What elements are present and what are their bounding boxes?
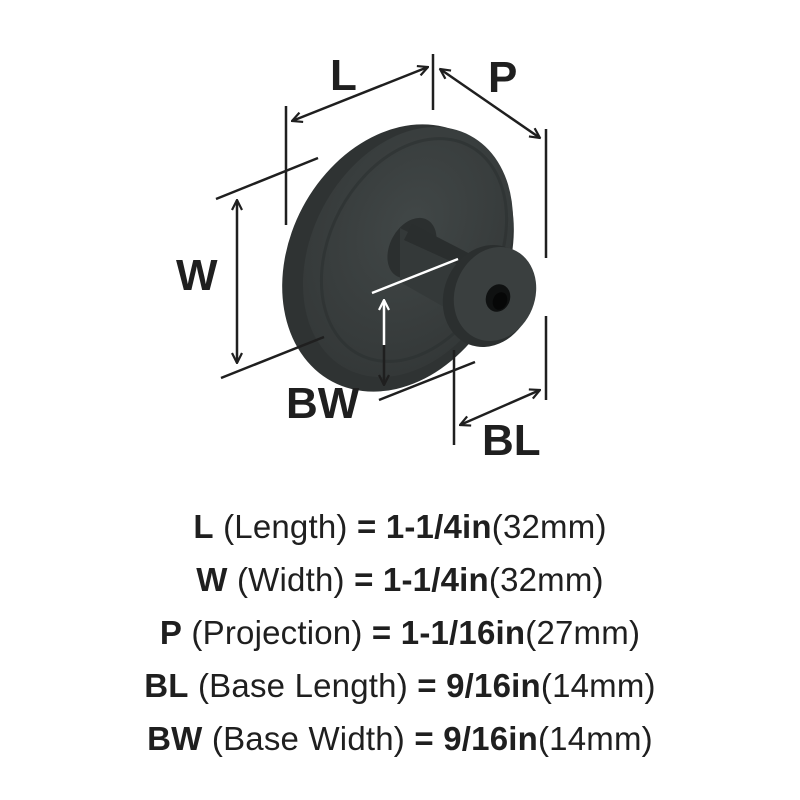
spec-length: L (Length) = 1-1/4in(32mm) xyxy=(0,500,800,553)
spec-projection: P (Projection) = 1-1/16in(27mm) xyxy=(0,606,800,659)
dimension-lines xyxy=(215,54,548,445)
label-projection: P xyxy=(488,53,517,102)
spec-imperial-value: 1-1/4in xyxy=(385,508,492,545)
label-length: L xyxy=(330,51,357,100)
label-width: W xyxy=(176,251,218,300)
spec-description: (Width) xyxy=(227,561,355,598)
spec-imperial-value: 9/16in xyxy=(443,720,538,757)
spec-key: BW xyxy=(147,720,203,757)
spec-equals: = xyxy=(356,508,386,545)
spec-equals: = xyxy=(354,561,383,598)
knob-dimension-diagram: L P W BW BL xyxy=(176,51,548,465)
spec-metric-value: (27mm) xyxy=(525,614,641,651)
spec-description: (Base Width) xyxy=(202,720,415,757)
spec-base-width: BW (Base Width) = 9/16in(14mm) xyxy=(0,712,800,765)
spec-description: (Base Length) xyxy=(188,667,418,704)
spec-equals: = xyxy=(371,614,401,651)
spec-key: P xyxy=(159,614,183,651)
spec-metric-value: (32mm) xyxy=(491,508,607,545)
spec-imperial-value: 1-1/4in xyxy=(382,561,489,598)
spec-imperial-value: 1-1/16in xyxy=(400,614,526,651)
spec-equals: = xyxy=(414,720,444,757)
spec-key: BL xyxy=(144,667,189,704)
spec-metric-value: (14mm) xyxy=(540,667,656,704)
spec-imperial-value: 9/16in xyxy=(446,667,541,704)
label-base-width: BW xyxy=(286,379,360,428)
spec-key: L xyxy=(193,508,214,545)
knob-illustration xyxy=(282,124,537,392)
spec-description: (Projection) xyxy=(182,614,372,651)
spec-metric-value: (14mm) xyxy=(537,720,653,757)
spec-equals: = xyxy=(417,667,447,704)
spec-metric-value: (32mm) xyxy=(488,561,604,598)
spec-key: W xyxy=(196,561,228,598)
dimension-spec-list: L (Length) = 1-1/4in(32mm) W (Width) = 1… xyxy=(0,500,800,765)
spec-width: W (Width) = 1-1/4in(32mm) xyxy=(0,553,800,606)
base-width-indicator xyxy=(371,257,459,345)
spec-base-length: BL (Base Length) = 9/16in(14mm) xyxy=(0,659,800,712)
spec-description: (Length) xyxy=(213,508,357,545)
label-base-length: BL xyxy=(482,416,541,465)
